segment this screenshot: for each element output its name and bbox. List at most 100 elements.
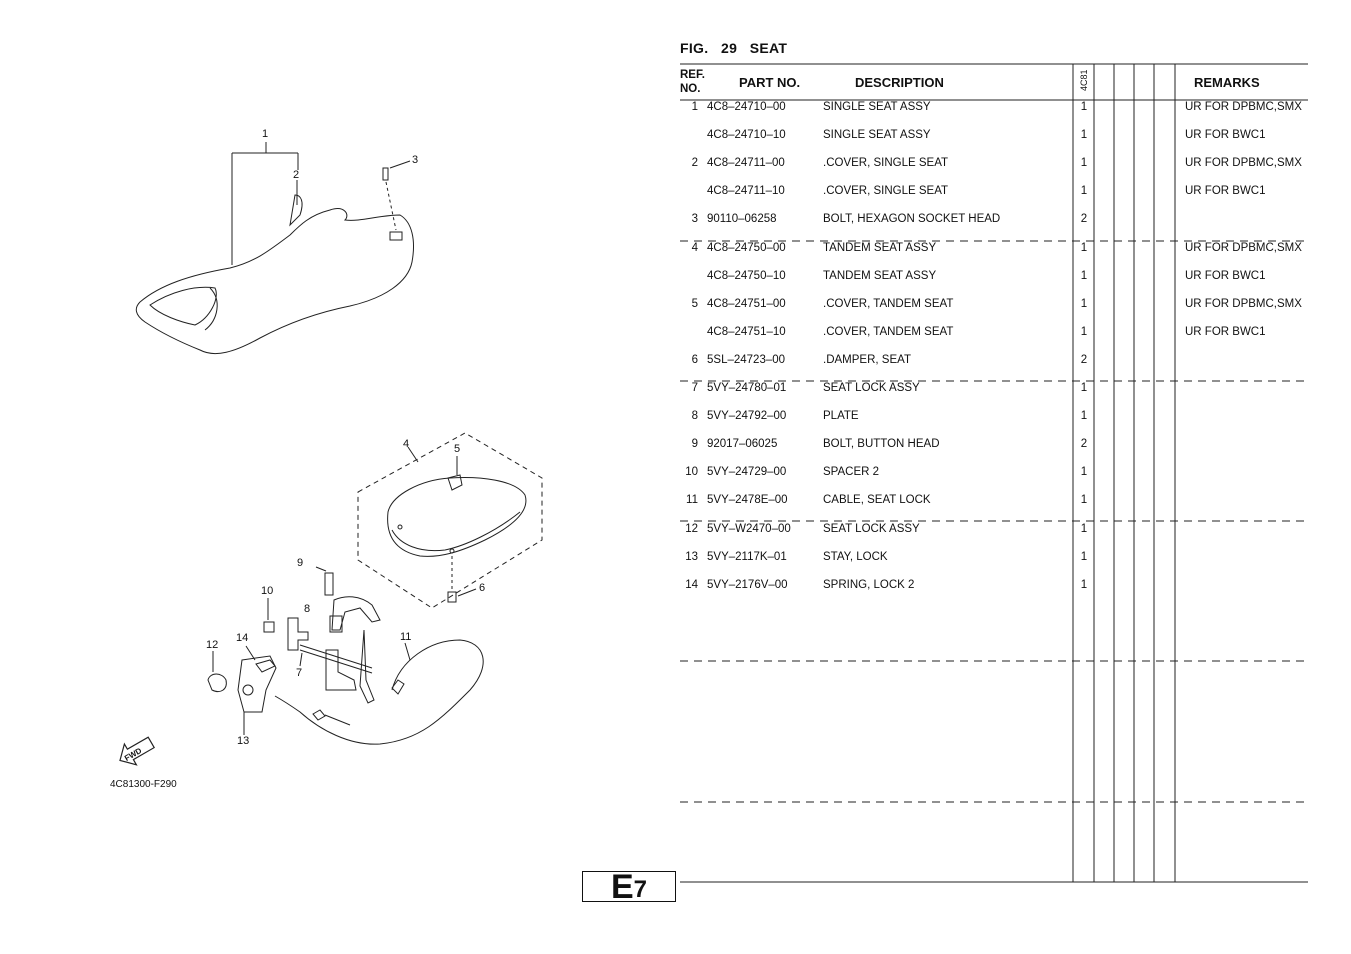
callout-4: 4 xyxy=(403,438,410,450)
description-cell: .DAMPER, SEAT xyxy=(823,353,911,366)
part-no-cell: 4C8–24711–00 xyxy=(707,157,785,170)
description-cell: PLATE xyxy=(823,410,859,423)
part-no-cell: 5VY–24729–00 xyxy=(707,466,787,479)
ref-no-cell: 7 xyxy=(691,382,698,394)
quantity-cell: 1 xyxy=(1080,494,1088,507)
callout-7: 7 xyxy=(296,667,303,679)
quantity-cell: 1 xyxy=(1080,550,1088,563)
description-cell: SPRING, LOCK 2 xyxy=(823,578,915,591)
tandem-seat-dashed-outline xyxy=(357,432,543,609)
quantity-cell: 1 xyxy=(1080,185,1088,198)
part-no-cell: 5VY–24792–00 xyxy=(707,410,787,423)
callout-1: 1 xyxy=(262,128,269,140)
description-cell: BOLT, HEXAGON SOCKET HEAD xyxy=(823,213,1001,226)
ref-no-cell: 3 xyxy=(691,213,698,226)
description-cell: SINGLE SEAT ASSY xyxy=(823,101,931,113)
callout-3: 3 xyxy=(412,154,419,166)
part-no-cell: 92017–06025 xyxy=(707,438,778,451)
description-cell: STAY, LOCK xyxy=(823,550,888,563)
part-no-cell: 4C8–24711–10 xyxy=(707,185,785,198)
part-no-cell: 5VY–24780–01 xyxy=(707,382,787,394)
remarks-cell: UR FOR DPBMC,SMX xyxy=(1185,297,1302,310)
spacer-shape xyxy=(263,621,275,633)
header-model-code: 4C81 xyxy=(1079,69,1089,91)
quantity-cell: 1 xyxy=(1080,101,1088,113)
quantity-cell: 1 xyxy=(1080,522,1088,535)
part-no-cell: 5VY–W2470–00 xyxy=(707,522,791,535)
callout-8: 8 xyxy=(304,603,311,615)
key-lock-shape xyxy=(207,673,227,693)
single-seat-shape xyxy=(135,208,414,355)
callout-6: 6 xyxy=(479,582,486,594)
description-cell: TANDEM SEAT ASSY xyxy=(823,269,937,282)
part-no-cell: 5SL–24723–00 xyxy=(707,353,786,366)
ref-no-cell: 11 xyxy=(686,494,698,507)
ref-no-cell: 13 xyxy=(685,550,698,563)
part-no-cell: 4C8–24710–00 xyxy=(707,101,786,113)
quantity-cell: 2 xyxy=(1080,438,1088,451)
description-cell: SEAT LOCK ASSY xyxy=(823,522,920,535)
quantity-cell: 1 xyxy=(1080,578,1088,591)
page-code: E 7 xyxy=(582,870,676,904)
bolt-button-head-shape xyxy=(324,572,334,596)
callout-13: 13 xyxy=(237,735,250,747)
single-seat-bolt-shape xyxy=(382,167,389,181)
quantity-cell: 1 xyxy=(1080,269,1088,282)
ref-no-cell: 8 xyxy=(691,410,698,423)
description-cell: SINGLE SEAT ASSY xyxy=(823,129,931,142)
callout-2: 2 xyxy=(293,169,300,181)
callout-12: 12 xyxy=(206,639,219,651)
description-cell: .COVER, SINGLE SEAT xyxy=(823,185,949,198)
quantity-cell: 2 xyxy=(1080,213,1088,226)
remarks-cell: UR FOR BWC1 xyxy=(1185,325,1266,338)
part-no-cell: 4C8–24751–00 xyxy=(707,297,786,310)
quantity-cell: 1 xyxy=(1080,297,1088,310)
description-cell: SEAT LOCK ASSY xyxy=(823,382,920,394)
description-cell: .COVER, TANDEM SEAT xyxy=(823,297,954,310)
seat-lock-bracket-shape xyxy=(287,617,309,651)
ref-no-cell: 4 xyxy=(691,241,698,254)
quantity-cell: 1 xyxy=(1080,241,1088,254)
remarks-cell: UR FOR BWC1 xyxy=(1185,185,1266,198)
quantity-cell: 1 xyxy=(1080,129,1088,142)
ref-no-cell: 5 xyxy=(691,297,698,310)
remarks-cell: UR FOR DPBMC,SMX xyxy=(1185,157,1302,170)
description-cell: BOLT, BUTTON HEAD xyxy=(823,438,940,451)
description-cell: TANDEM SEAT ASSY xyxy=(823,241,937,254)
remarks-cell: UR FOR DPBMC,SMX xyxy=(1185,241,1302,254)
fwd-arrow-icon xyxy=(119,736,155,766)
part-no-cell: 5VY–2117K–01 xyxy=(707,550,787,563)
ref-no-cell: 2 xyxy=(691,157,698,170)
quantity-cell: 1 xyxy=(1080,157,1088,170)
remarks-cell: UR FOR DPBMC,SMX xyxy=(1185,101,1302,113)
quantity-cell: 1 xyxy=(1080,410,1088,423)
callout-11: 11 xyxy=(400,631,412,643)
ref-no-cell: 14 xyxy=(685,578,698,591)
callout-5: 5 xyxy=(454,443,461,455)
description-cell: .COVER, TANDEM SEAT xyxy=(823,325,954,338)
callout-10: 10 xyxy=(261,585,274,597)
part-no-cell: 4C8–24750–00 xyxy=(707,241,786,254)
ref-no-cell: 12 xyxy=(685,522,698,535)
seat-lock-cable-shape xyxy=(274,639,484,745)
figure-title: FIG. 29 SEAT xyxy=(680,40,788,56)
header-ref-no: REF. NO. xyxy=(680,69,705,95)
callout-9: 9 xyxy=(297,557,304,569)
ref-no-cell: 10 xyxy=(685,466,698,479)
remarks-cell: UR FOR BWC1 xyxy=(1185,269,1266,282)
drawing-code: 4C81300-F290 xyxy=(110,779,177,790)
tandem-seat-shape xyxy=(387,477,527,557)
header-remarks: REMARKS xyxy=(1194,75,1260,90)
part-no-cell: 4C8–24710–10 xyxy=(707,129,786,142)
remarks-cell: UR FOR BWC1 xyxy=(1185,129,1266,142)
part-no-cell: 90110–06258 xyxy=(707,213,777,226)
ref-no-cell: 9 xyxy=(691,438,698,451)
quantity-cell: 1 xyxy=(1080,466,1088,479)
header-part-no: PART NO. xyxy=(739,75,801,90)
part-no-cell: 5VY–2478E–00 xyxy=(707,494,788,507)
part-no-cell: 5VY–2176V–00 xyxy=(707,578,788,591)
description-cell: .COVER, SINGLE SEAT xyxy=(823,157,949,170)
description-cell: SPACER 2 xyxy=(823,466,880,479)
plate-shape xyxy=(329,615,343,633)
quantity-cell: 2 xyxy=(1080,353,1088,366)
